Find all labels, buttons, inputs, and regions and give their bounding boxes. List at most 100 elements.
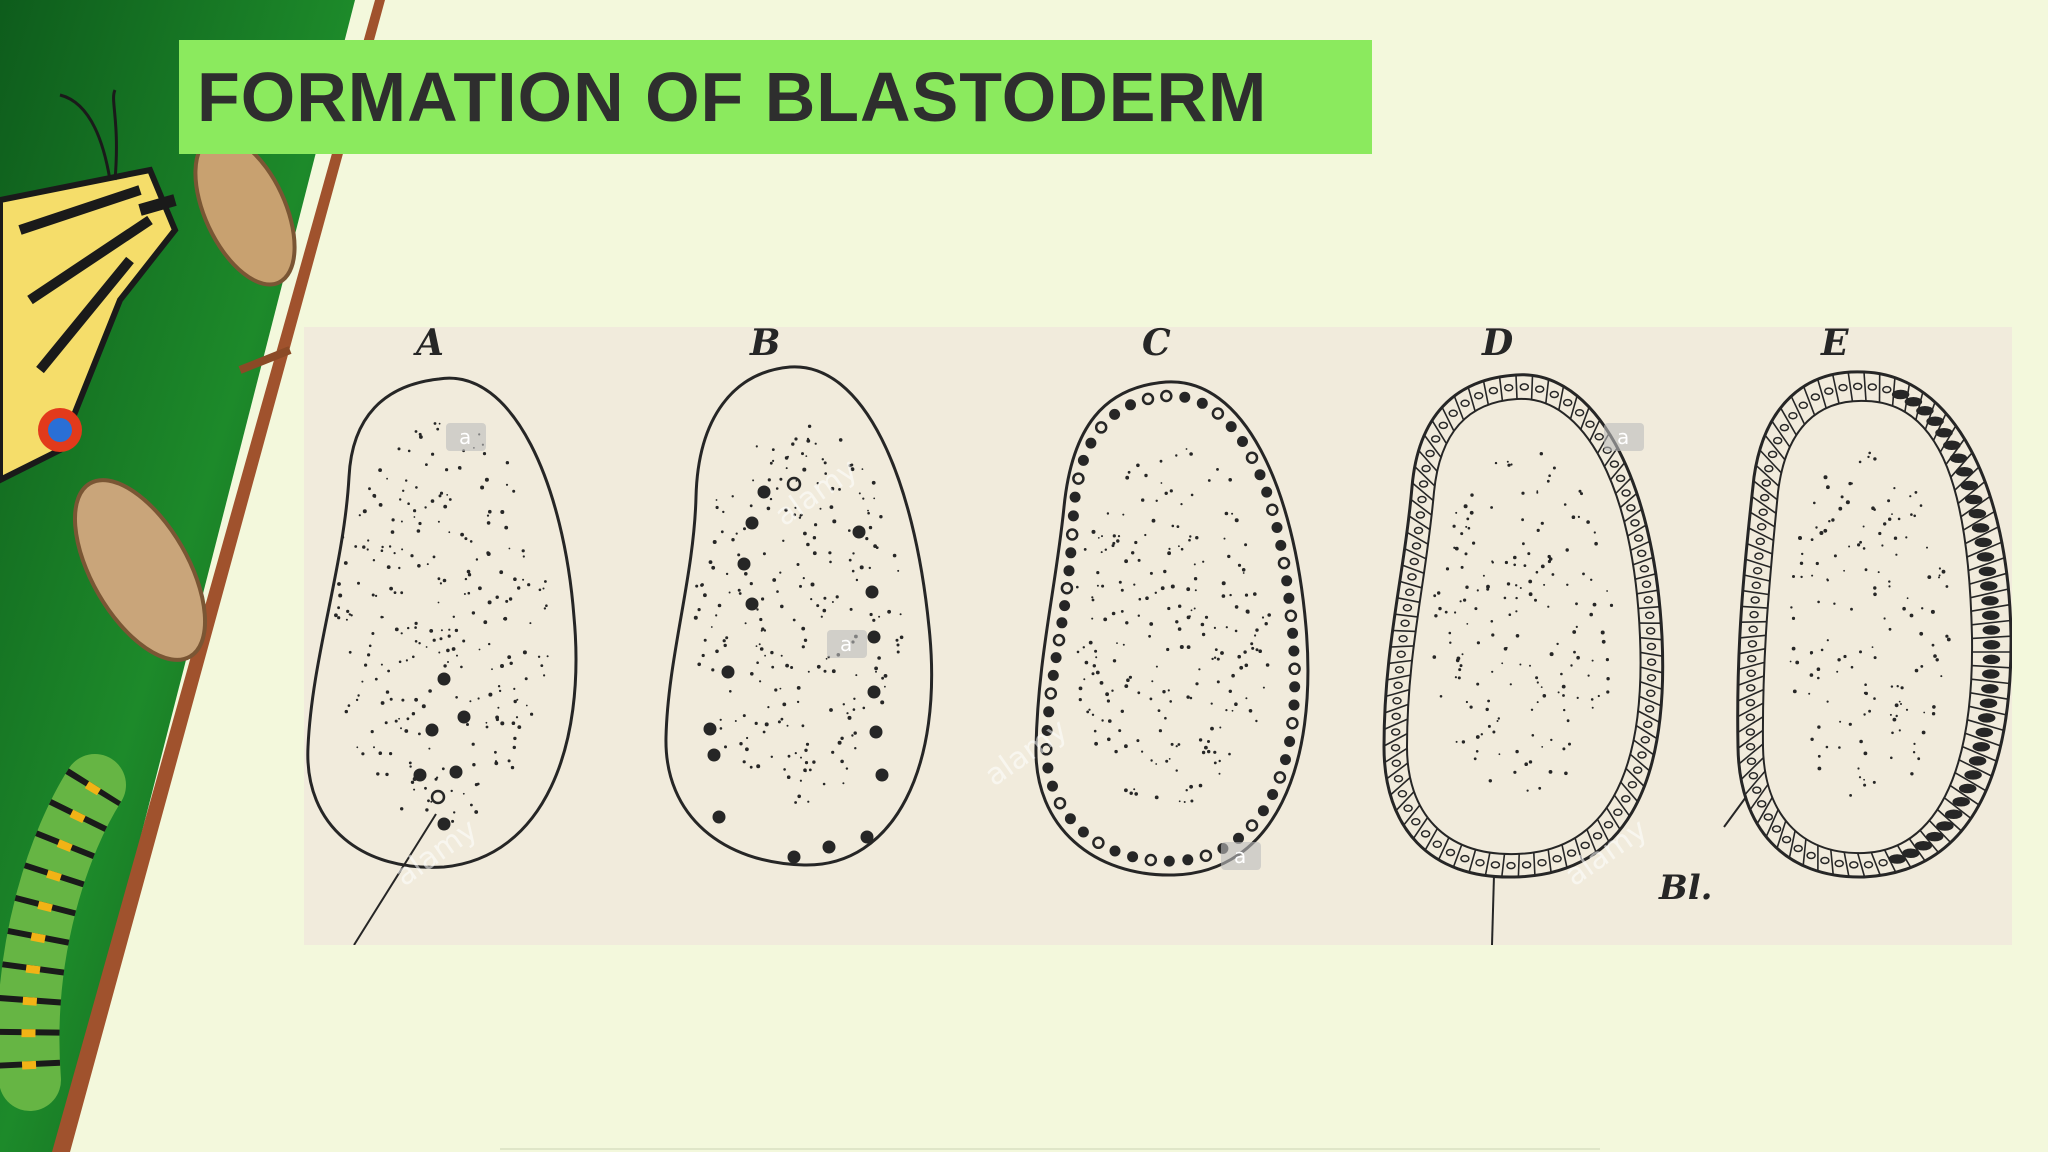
yolk-dot [1148, 634, 1151, 638]
cell-nucleus [1971, 523, 1990, 533]
cell-wall [1386, 674, 1411, 681]
yolk-dot [801, 452, 804, 456]
yolk-dot [794, 437, 798, 441]
cell-nucleus [1402, 604, 1413, 612]
cell-wall [1743, 574, 1770, 582]
yolk-dot [794, 752, 797, 755]
nucleus [1047, 780, 1058, 792]
yolk-dot [426, 563, 429, 566]
cell-nucleus [1974, 537, 1993, 548]
cell-wall [1402, 564, 1425, 575]
yolk-dot [376, 772, 380, 776]
cell-wall [1949, 784, 1980, 806]
yolk-dot [848, 529, 851, 532]
nucleus [1053, 796, 1067, 810]
yolk-dot [1175, 620, 1179, 624]
yolk-dot [1092, 664, 1096, 668]
yolk-dot [700, 584, 704, 587]
yolk-dot [485, 725, 489, 729]
yolk-dot [430, 800, 433, 803]
yolk-dot [1823, 528, 1828, 533]
yolk-dot [1458, 668, 1462, 672]
figure-drawing: A B C D E Bl. a a a a alam [306, 327, 2012, 945]
yolk-dot [697, 662, 701, 667]
cell-nucleus [1592, 832, 1603, 840]
yolk-dot [355, 698, 359, 702]
nucleus [707, 748, 721, 762]
cell-wall [1640, 666, 1663, 674]
cell-wall [1637, 710, 1660, 724]
yolk-dot [1817, 600, 1820, 604]
yolk-dot [820, 615, 823, 618]
yolk-dot [1144, 533, 1147, 537]
yolk-dot [1543, 583, 1546, 586]
label-bl: Bl. [1658, 868, 1713, 908]
yolk-dot [770, 755, 773, 758]
cell-wall [1397, 597, 1420, 604]
yolk-dot [508, 597, 513, 601]
yolk-dot [766, 506, 771, 511]
yolk-dot [1945, 585, 1949, 588]
yolk-dot [411, 712, 416, 716]
yolk-dot [1106, 512, 1110, 515]
nucleus [1287, 627, 1299, 639]
yolk-dot [798, 516, 802, 519]
yolk-dot [1905, 708, 1909, 711]
yolk-dot [895, 638, 899, 642]
cell-wall [1932, 413, 1947, 441]
yolk-dot [345, 618, 348, 621]
cell-nucleus [1964, 770, 1982, 780]
yolk-dot [1873, 457, 1877, 461]
cell-nucleus [1980, 581, 1998, 591]
yolk-dot [1214, 648, 1218, 651]
yolk-dot [703, 638, 707, 642]
nucleus [1065, 528, 1079, 541]
cell-wall [1635, 724, 1658, 740]
yolk-dot [786, 775, 791, 779]
yolk-dot [1491, 633, 1495, 637]
yolk-dot [537, 655, 541, 658]
yolk-dot [362, 545, 366, 549]
yolk-dot [1873, 586, 1877, 590]
yolk-dot [386, 565, 391, 569]
yolk-dot [337, 616, 341, 620]
yolk-dot [1575, 602, 1578, 606]
cell-wall [1741, 605, 1768, 609]
yolk-dot [1091, 529, 1096, 534]
yolk-dot [799, 514, 802, 517]
yolk-dot [462, 639, 466, 643]
cell-wall [1623, 508, 1643, 523]
yolk-dot [509, 661, 513, 665]
yolk-dot [1838, 746, 1841, 749]
yolk-dot [812, 760, 816, 764]
cell-wall [1971, 635, 2012, 640]
yolk-dot [497, 685, 501, 688]
yolk-dot [1817, 725, 1821, 729]
yolk-dot [431, 452, 435, 456]
yolk-dot [1213, 761, 1217, 765]
yolk-dot [1229, 593, 1232, 597]
cell-wall [1962, 510, 1996, 531]
cell-nucleus [1810, 393, 1821, 401]
yolk-dot [1606, 677, 1610, 681]
yolk-dot [1871, 646, 1874, 648]
cell-wall [1744, 770, 1766, 796]
yolk-dot [522, 578, 525, 581]
yolk-dot [1170, 584, 1175, 589]
yolk-dot [1091, 713, 1095, 716]
yolk-dot [832, 519, 837, 524]
yolk-dot [1210, 702, 1213, 705]
yolk-dot [1591, 706, 1594, 709]
yolk-dot [806, 542, 810, 547]
yolk-dot [749, 765, 753, 769]
yolk-dot [1169, 489, 1173, 493]
cell-wall [1515, 374, 1518, 400]
yolk-dot [1234, 518, 1239, 523]
yolk-dot [795, 480, 798, 482]
yolk-dot [1160, 586, 1165, 591]
yolk-dot [405, 659, 408, 662]
yolk-dot [762, 552, 766, 556]
yolk-dot [380, 549, 384, 552]
yolk-dot [1190, 799, 1194, 803]
yolk-dot [879, 515, 883, 519]
